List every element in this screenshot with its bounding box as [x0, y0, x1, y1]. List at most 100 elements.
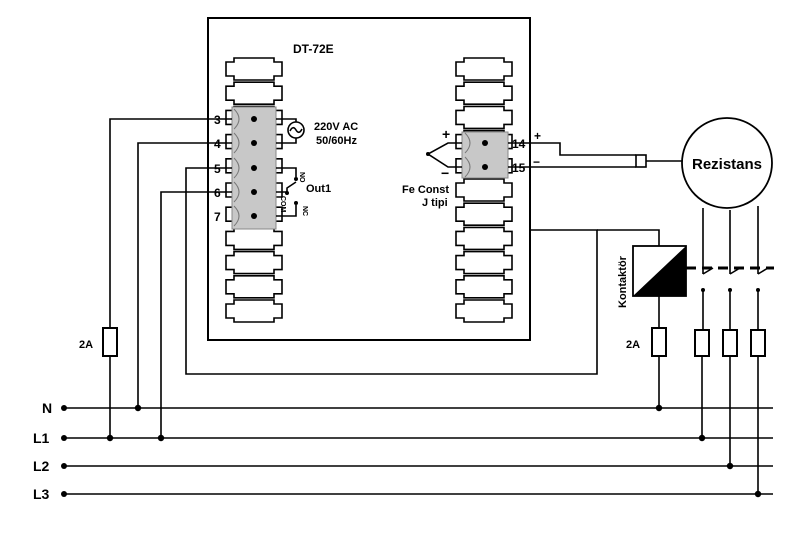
left-terminal-screw	[251, 140, 257, 146]
junction-n-supply	[134, 404, 142, 412]
probe-plus-wire	[508, 142, 636, 156]
line-l2-label: L2	[33, 458, 50, 474]
fuse-l3	[750, 329, 766, 357]
line-l2-terminal	[61, 463, 67, 469]
line-l1-terminal	[61, 435, 67, 441]
fuse-supply	[102, 327, 118, 357]
right-terminal-block	[455, 57, 513, 323]
relay-nc-label: NC	[301, 206, 308, 216]
left-terminal-clamp	[233, 157, 240, 179]
probe-minus-sign: −	[533, 155, 540, 169]
terminal-6-label: 6	[214, 186, 221, 200]
left-terminal-slot	[225, 250, 283, 275]
relay-output-label: Out1	[306, 183, 331, 195]
right-terminal-slot	[455, 202, 513, 226]
terminal-5-label: 5	[214, 162, 221, 176]
left-terminal-slot	[225, 81, 283, 105]
right-terminal-clamp	[464, 156, 471, 178]
right-terminal-slot	[455, 178, 513, 202]
junction-n-contactor	[655, 404, 663, 412]
pole-3-dot	[756, 288, 760, 292]
terminal-7-label: 7	[214, 210, 221, 224]
ac-sine-icon	[289, 126, 303, 134]
right-terminal-slot	[455, 81, 513, 105]
line-l3-terminal	[61, 491, 67, 497]
junction-l1-heater	[698, 434, 706, 442]
probe-body	[635, 154, 647, 168]
heater-circle	[681, 117, 773, 209]
sensor-subtype-label: J tipi	[422, 197, 448, 209]
right-terminal-screw	[482, 140, 488, 146]
supply-wire-n	[137, 142, 232, 408]
relay-com-label: COM	[279, 196, 286, 213]
contactor-label: Kontaktör	[617, 255, 629, 308]
junction-l3-heater	[754, 490, 762, 498]
fuse-contactor	[651, 327, 667, 357]
left-terminal-screw	[251, 116, 257, 122]
supply-wire-t3	[109, 118, 232, 328]
line-l3-label: L3	[33, 486, 50, 502]
power-frequency-label: 50/60Hz	[316, 135, 357, 147]
right-terminal-screw	[482, 164, 488, 170]
probe-plus-sign: +	[534, 129, 541, 143]
right-terminal-slot	[455, 299, 513, 323]
left-terminal-slot	[225, 226, 283, 251]
junction-l1-com	[157, 434, 165, 442]
terminal-15-label: 15	[512, 161, 526, 175]
relay-com-wire	[276, 181, 297, 193]
contactor-coil-fill	[633, 246, 686, 296]
right-terminal-slot	[455, 250, 513, 275]
left-terminal-screw	[251, 213, 257, 219]
terminal-3-label: 3	[214, 113, 221, 127]
junction-l2-heater	[726, 462, 734, 470]
contactor-coil-top-wire	[597, 229, 660, 246]
pole-2-dot	[728, 288, 732, 292]
terminal-14-label: 14	[512, 137, 526, 151]
com-wire-l1	[160, 191, 232, 438]
device-model: DT-72E	[293, 42, 334, 56]
relay-no-contact	[294, 177, 298, 181]
left-terminal-clamp	[233, 181, 240, 203]
thermocouple-junction	[426, 152, 430, 156]
right-terminal-clamp	[464, 132, 471, 154]
terminal-4-label: 4	[214, 137, 221, 151]
pole-1-dot	[701, 288, 705, 292]
relay-no-wire	[276, 167, 297, 177]
right-terminal-screws	[464, 132, 488, 178]
line-l1-label: L1	[33, 430, 50, 446]
relay-no-label: NO	[298, 172, 305, 183]
junction-l1-supply	[106, 434, 114, 442]
left-terminal-screw	[251, 189, 257, 195]
contactor-pole-2	[729, 210, 741, 330]
left-terminal-clamp	[233, 132, 240, 154]
power-lines: N L1 L2 L3	[33, 400, 773, 502]
left-terminal-clamp	[233, 205, 240, 227]
sensor-plus-sign: +	[442, 126, 450, 142]
contactor-coil-wire-a	[185, 167, 598, 375]
left-terminal-screw	[251, 165, 257, 171]
left-terminal-screws	[233, 108, 257, 227]
device-housing	[207, 17, 531, 341]
sensor-type-label: Fe Const	[402, 184, 449, 196]
line-n-terminal	[61, 405, 67, 411]
relay-com-contact	[285, 191, 289, 195]
right-terminal-slot	[455, 226, 513, 251]
relay-nc-wire	[276, 205, 297, 217]
contactor-pole-1	[702, 208, 714, 330]
contactor-pole-3	[757, 206, 769, 330]
heater-label: Rezistans	[692, 156, 762, 173]
power-voltage-label: 220V AC	[314, 121, 358, 133]
fuse-contactor-label: 2A	[626, 339, 640, 351]
left-terminal-clamp	[233, 108, 240, 130]
right-terminal-slot	[455, 105, 513, 130]
fuse-supply-label: 2A	[79, 339, 93, 351]
left-terminal-slot	[225, 57, 283, 81]
left-terminal-slot	[225, 299, 283, 323]
sensor-minus-sign: −	[441, 165, 449, 181]
line-n-label: N	[42, 400, 52, 416]
right-terminal-slot	[455, 275, 513, 299]
fuse-l1	[694, 329, 710, 357]
fuse-l2	[722, 329, 738, 357]
